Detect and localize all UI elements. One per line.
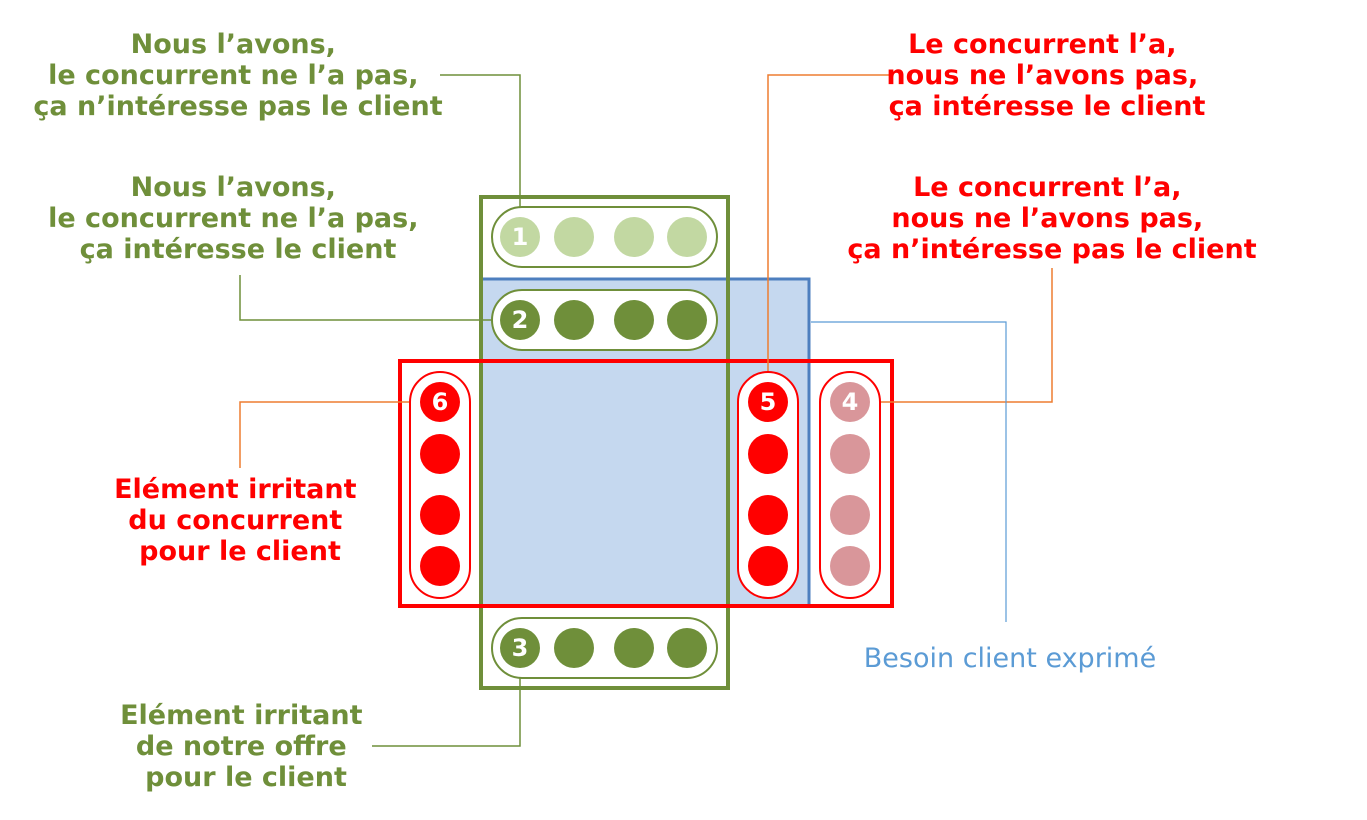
connector-line-3 [372, 648, 521, 747]
group-1: 1 [491, 206, 718, 268]
concurrent-frame [398, 359, 894, 608]
group-1-capsule [491, 206, 718, 268]
group-3-dot [500, 628, 540, 668]
group-6-capsule [409, 371, 471, 599]
group-4-capsule [819, 371, 881, 599]
group-1-number: 1 [512, 223, 529, 251]
group-6-dot [420, 495, 460, 535]
group-4-dot [830, 434, 870, 474]
group-2-number: 2 [512, 306, 529, 334]
group-5-dot [748, 546, 788, 586]
group-1-dot [500, 217, 540, 257]
group-5-dot [748, 495, 788, 535]
group-3-capsule [491, 617, 718, 679]
group-1-dot [667, 217, 707, 257]
group-3-dot [554, 628, 594, 668]
group-6-dot [420, 434, 460, 474]
connector-line-2 [239, 275, 493, 321]
label-mid-left: Nous l’avons, le concurrent ne l’a pas, … [48, 172, 428, 265]
group-6-dot [420, 546, 460, 586]
group-4-dot [830, 382, 870, 422]
label-mid-right: Le concurrent l’a, nous ne l’avons pas, … [847, 172, 1256, 265]
group-5-capsule [737, 371, 799, 599]
group-1-dot [614, 217, 654, 257]
group-5-dot [748, 434, 788, 474]
group-4-number: 4 [842, 388, 859, 416]
group-2-dot [667, 300, 707, 340]
connector-line-1 [440, 74, 521, 237]
group-2-capsule [491, 289, 718, 351]
connector-line-4 [850, 268, 1053, 403]
notre-offre-frame [479, 195, 730, 690]
group-2: 2 [491, 289, 718, 351]
group-3: 3 [491, 617, 718, 679]
label-irritant-concurrent: Elément irritant du concurrent pour le c… [114, 474, 366, 567]
group-6-dot [420, 382, 460, 422]
connector-line-besoin [811, 321, 1007, 622]
group-3-dot [667, 628, 707, 668]
group-6: 6 [409, 371, 471, 599]
group-2-dot [614, 300, 654, 340]
connector-line-6 [239, 401, 440, 468]
label-besoin-client: Besoin client exprimé [864, 643, 1156, 674]
group-3-dot [614, 628, 654, 668]
connector-line-5 [767, 74, 890, 402]
label-top-left: Nous l’avons, le concurrent ne l’a pas, … [33, 29, 442, 122]
group-3-number: 3 [512, 634, 529, 662]
group-1-dot [554, 217, 594, 257]
group-5-dot [748, 382, 788, 422]
group-5-number: 5 [760, 388, 777, 416]
label-top-right: Le concurrent l’a, nous ne l’avons pas, … [886, 29, 1207, 122]
group-4: 4 [819, 371, 881, 599]
label-irritant-notre: Elément irritant de notre offre pour le … [120, 700, 372, 793]
group-5: 5 [737, 371, 799, 599]
group-2-dot [554, 300, 594, 340]
group-6-number: 6 [432, 388, 449, 416]
group-2-dot [500, 300, 540, 340]
group-4-dot [830, 495, 870, 535]
group-4-dot [830, 546, 870, 586]
